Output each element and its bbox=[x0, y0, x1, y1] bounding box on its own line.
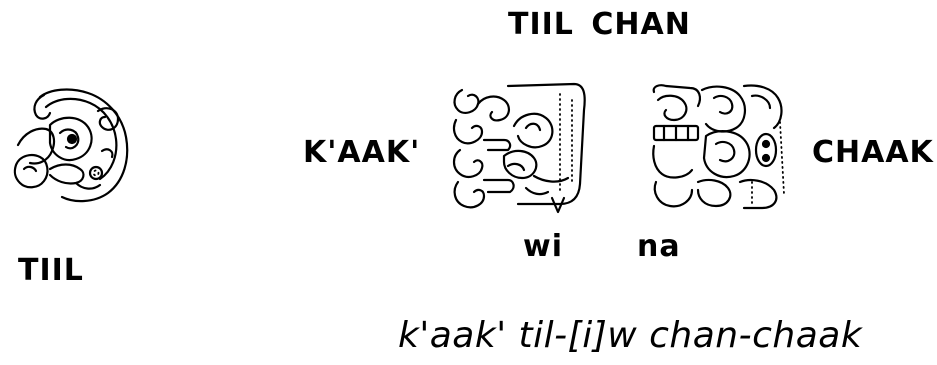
label-til: TIIL bbox=[18, 253, 84, 288]
kaak-wi-glyph-icon bbox=[452, 82, 586, 214]
til-glyph-icon bbox=[13, 88, 129, 203]
label-til-chan: TIIL CHAN bbox=[508, 7, 691, 42]
label-wi: wi bbox=[523, 229, 563, 264]
transliteration-text: k'aak' til-[i]w chan-chaak bbox=[398, 315, 863, 356]
label-kaak: K'AAK' bbox=[303, 135, 421, 170]
label-na: na bbox=[637, 229, 681, 264]
chan-chaak-na-glyph-icon bbox=[652, 84, 785, 210]
label-chaak: CHAAK bbox=[812, 135, 934, 170]
